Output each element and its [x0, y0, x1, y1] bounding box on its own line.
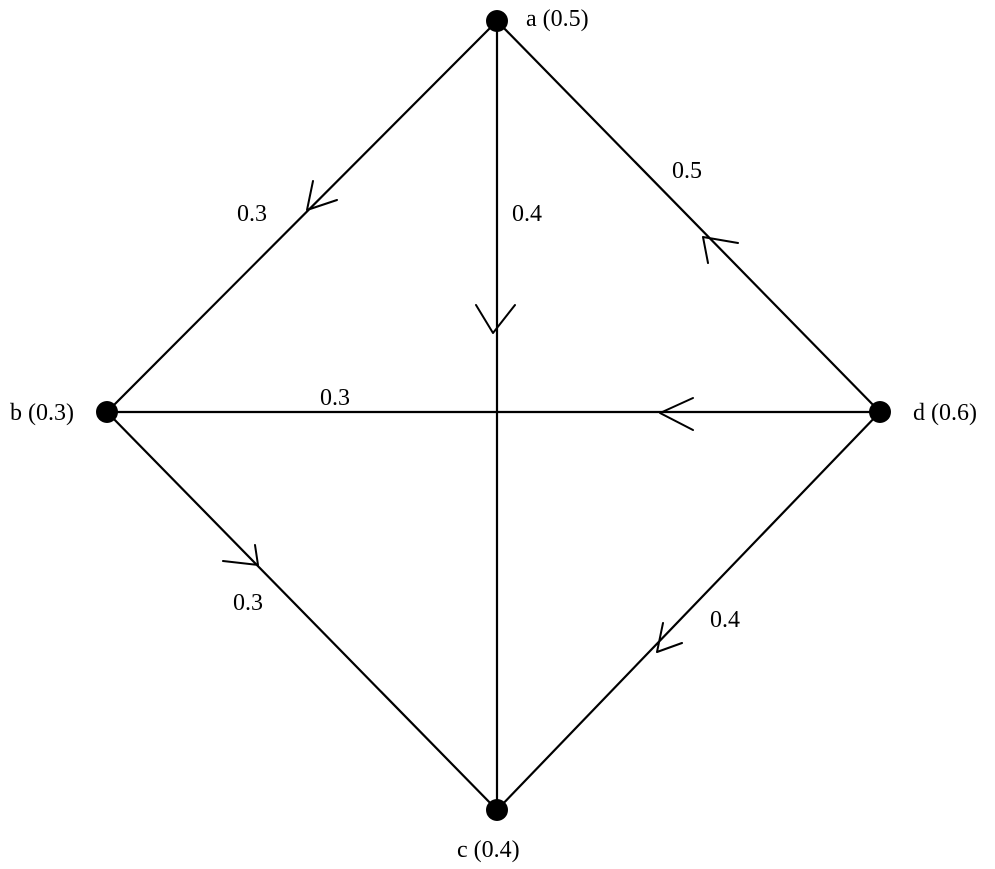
edge-d-b-weight: 0.3 — [320, 385, 350, 411]
edge-a-b — [106, 20, 498, 413]
arrowhead-a-c — [475, 304, 516, 334]
arrowhead-b-c — [222, 544, 259, 566]
edge-a-c-weight: 0.4 — [512, 201, 542, 227]
edge-d-c-weight: 0.4 — [710, 607, 740, 633]
edge-b-c — [106, 411, 498, 811]
node-d-label: d (0.6) — [913, 400, 977, 426]
arrowhead-d-a — [702, 236, 739, 264]
arrowhead-d-c — [656, 622, 683, 653]
arrowhead-a-b — [306, 180, 338, 211]
node-c — [486, 799, 508, 821]
node-a — [486, 10, 508, 32]
edge-d-a-weight: 0.5 — [672, 158, 702, 184]
edge-d-a — [496, 20, 881, 413]
node-b-label: b (0.3) — [10, 400, 74, 426]
node-c-label: c (0.4) — [457, 837, 520, 863]
edge-b-c-weight: 0.3 — [233, 590, 263, 616]
edge-d-c — [496, 411, 881, 811]
edge-a-b-weight: 0.3 — [237, 201, 267, 227]
arrowhead-d-b — [659, 397, 694, 431]
node-a-label: a (0.5) — [526, 6, 589, 32]
node-d — [869, 401, 891, 423]
node-b — [96, 401, 118, 423]
